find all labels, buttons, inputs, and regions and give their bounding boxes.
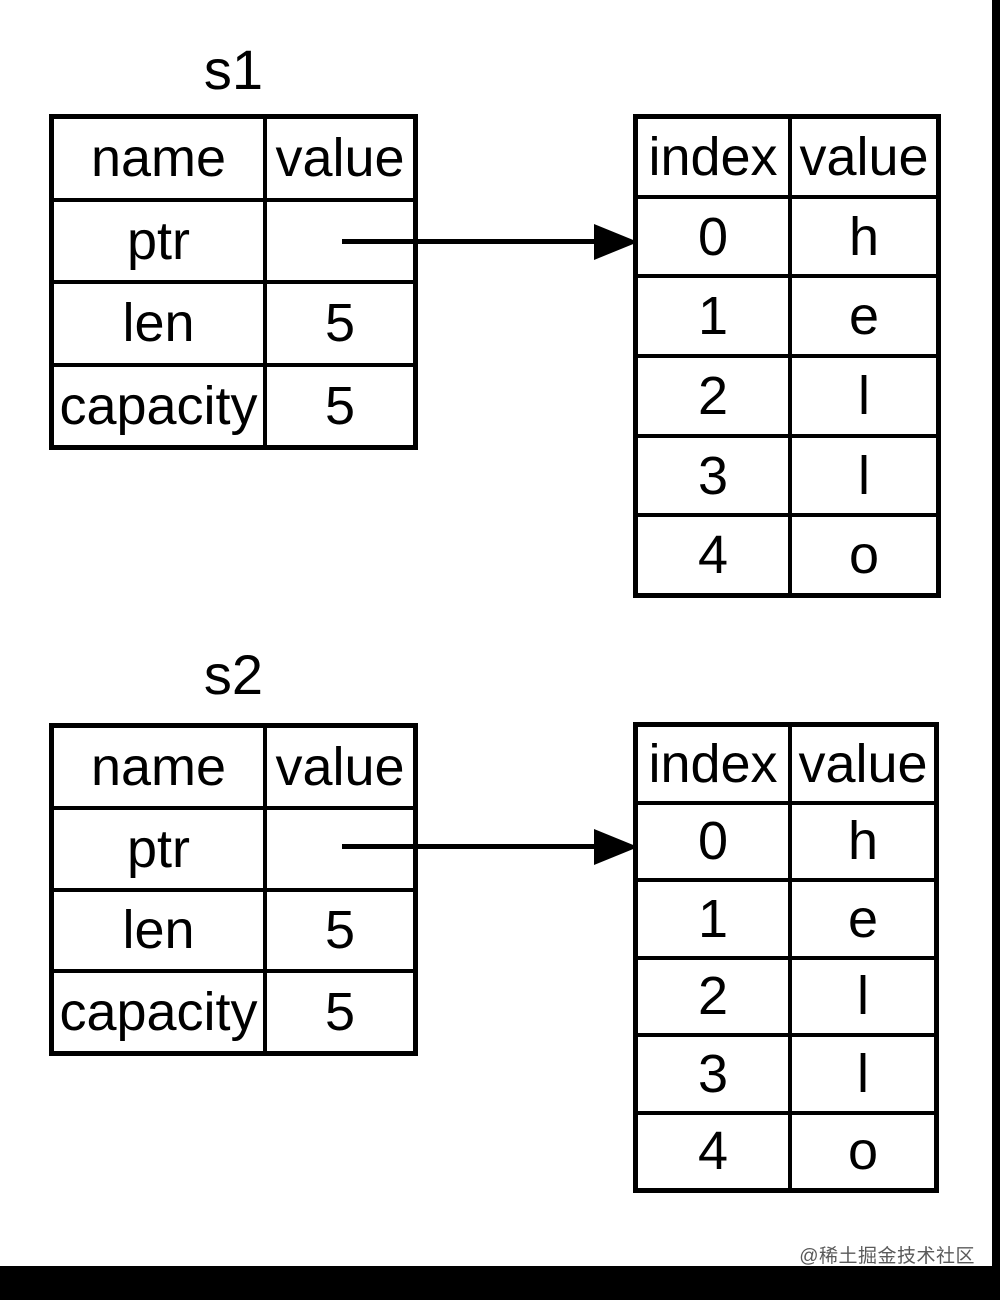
table-row: 3 l — [638, 433, 936, 514]
table-row: 2 l — [638, 955, 934, 1033]
s1-variable-label: s1 — [203, 38, 264, 101]
column-header-value: value — [275, 736, 405, 797]
column-header-value: value — [798, 733, 928, 794]
s2-variable-label: s2 — [203, 643, 264, 706]
s1-ptr-label: ptr — [54, 201, 267, 280]
s1-pointer-arrow-line — [342, 239, 596, 244]
s2-len-value: 5 — [324, 900, 356, 961]
table-header-row: index value — [638, 119, 936, 195]
s2-heap-table: index value 0 h 1 e 2 l 3 l 4 o — [633, 722, 939, 1193]
s1-pointer-arrow-head-icon — [594, 224, 638, 260]
s1-heap-table: index value 0 h 1 e 2 l 3 l 4 o — [633, 114, 941, 598]
right-black-bar — [992, 0, 1000, 1300]
table-row: capacity 5 — [54, 362, 413, 445]
column-header-index: index — [638, 119, 792, 195]
table-row: 4 o — [638, 513, 936, 594]
bottom-black-bar — [0, 1266, 1000, 1300]
heap-index: 1 — [638, 278, 792, 355]
heap-index: 0 — [638, 804, 792, 878]
table-row: len 5 — [54, 280, 413, 363]
heap-char: o — [848, 525, 880, 586]
heap-char: l — [858, 365, 870, 426]
s2-stack-table: name value ptr len 5 capacity 5 — [49, 723, 418, 1056]
table-row: 0 h — [638, 800, 934, 878]
table-row: capacity 5 — [54, 969, 413, 1051]
heap-index: 4 — [638, 517, 792, 594]
heap-char: l — [857, 966, 869, 1027]
table-row: 1 e — [638, 878, 934, 956]
column-header-name: name — [54, 728, 267, 806]
heap-char: l — [858, 445, 870, 506]
s2-len-label: len — [54, 891, 267, 970]
s2-pointer-arrow-line — [342, 844, 596, 849]
s1-stack-table: name value ptr len 5 capacity 5 — [49, 114, 418, 450]
table-row: 3 l — [638, 1033, 934, 1111]
heap-index: 1 — [638, 882, 792, 956]
heap-index: 2 — [638, 358, 792, 434]
column-header-index: index — [638, 727, 792, 801]
juejin-watermark: @稀土掘金技术社区 — [799, 1246, 975, 1267]
heap-index: 0 — [638, 198, 792, 275]
column-header-value: value — [275, 128, 405, 189]
column-header-value: value — [799, 126, 929, 187]
table-row: ptr — [54, 197, 413, 280]
table-row: len 5 — [54, 887, 413, 970]
heap-char: e — [848, 286, 880, 347]
s2-capacity-label: capacity — [54, 973, 267, 1051]
heap-char: l — [857, 1043, 869, 1104]
s1-len-value: 5 — [324, 293, 356, 354]
s2-capacity-value: 5 — [324, 982, 356, 1043]
heap-index: 3 — [638, 1037, 792, 1111]
s2-pointer-arrow-head-icon — [594, 829, 638, 865]
column-header-name: name — [54, 119, 267, 198]
heap-index: 2 — [638, 959, 792, 1033]
s1-len-label: len — [54, 284, 267, 363]
s1-capacity-value: 5 — [324, 375, 356, 436]
heap-index: 4 — [638, 1114, 792, 1188]
table-header-row: name value — [54, 728, 413, 806]
table-row: 4 o — [638, 1110, 934, 1188]
table-row: 0 h — [638, 194, 936, 275]
heap-char: h — [848, 206, 880, 267]
s2-ptr-label: ptr — [54, 809, 267, 888]
s1-capacity-label: capacity — [54, 366, 267, 445]
heap-char: e — [847, 888, 879, 949]
table-row: ptr — [54, 805, 413, 888]
table-header-row: name value — [54, 119, 413, 198]
table-row: 2 l — [638, 354, 936, 434]
heap-index: 3 — [638, 437, 792, 514]
heap-char: h — [847, 811, 879, 872]
table-header-row: index value — [638, 727, 934, 801]
heap-char: o — [847, 1121, 879, 1182]
table-row: 1 e — [638, 274, 936, 355]
